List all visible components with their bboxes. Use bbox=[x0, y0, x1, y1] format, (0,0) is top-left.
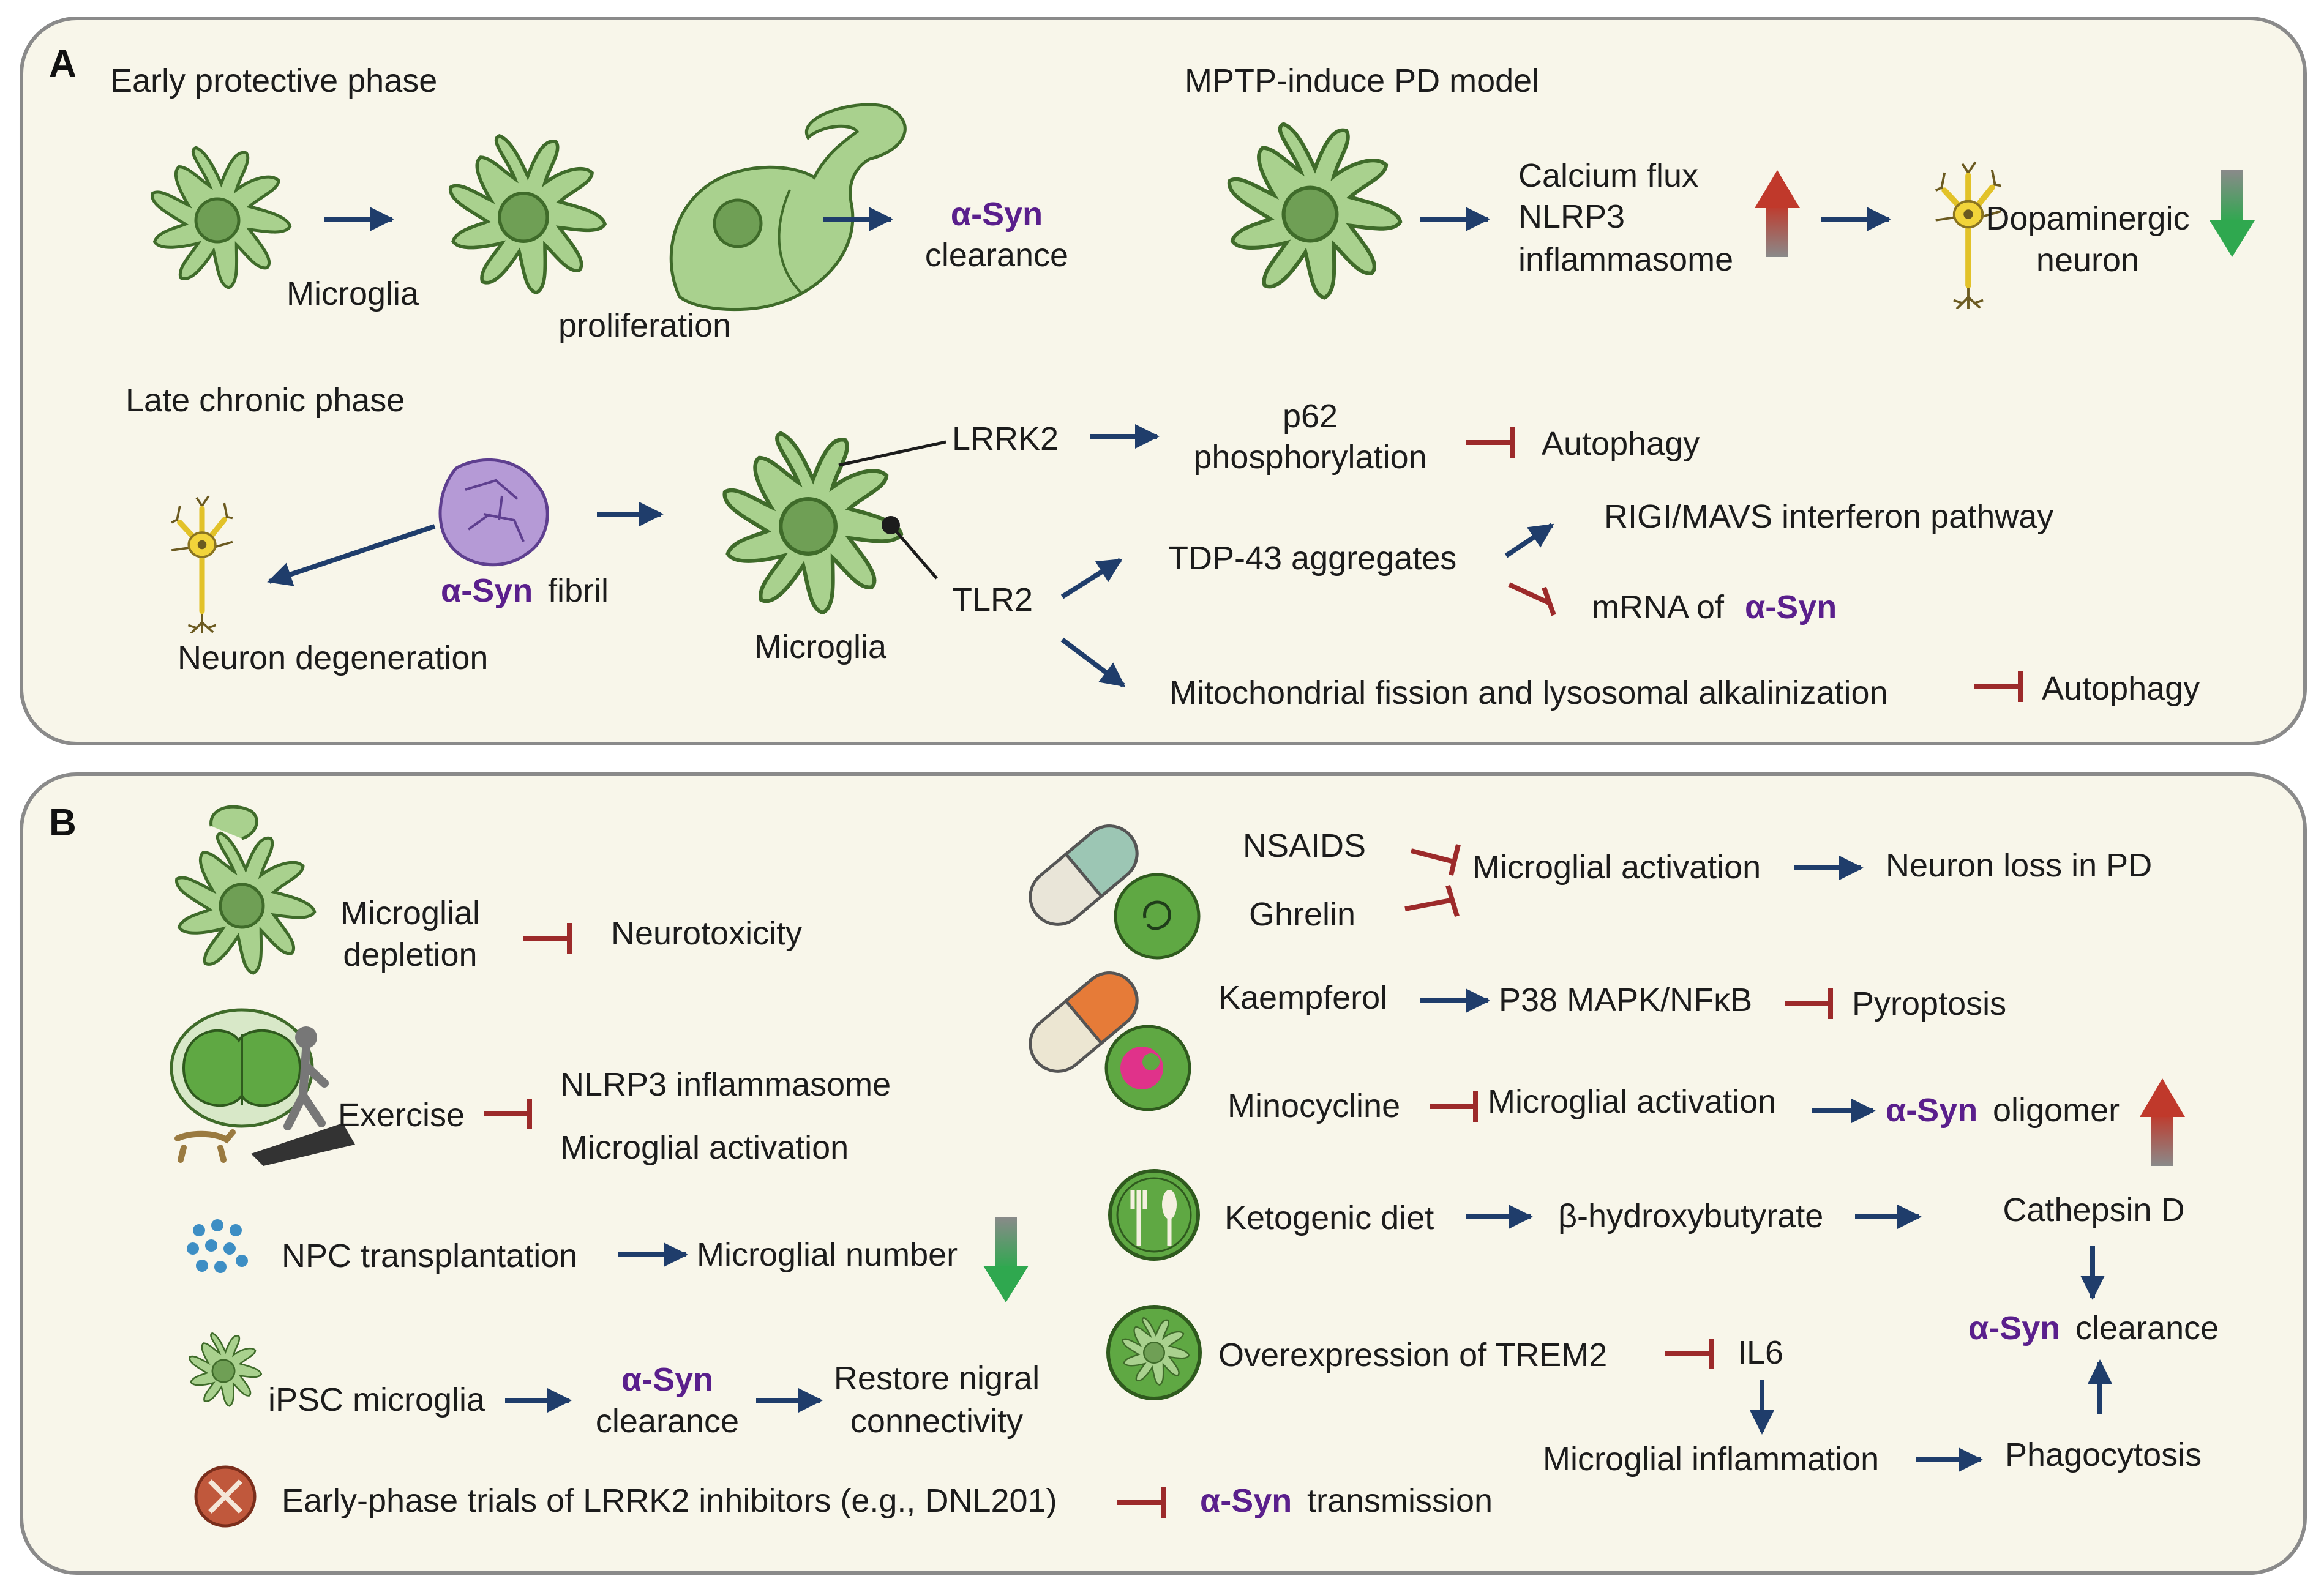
microglial-activation-m: Microglial activation bbox=[1488, 1083, 1776, 1120]
microglial-activation-label: Microglial activation bbox=[560, 1129, 849, 1166]
p38-label: P38 MAPK/NFκB bbox=[1499, 982, 1752, 1018]
pill-capsule-icon bbox=[1029, 971, 1191, 1111]
microglial-label: Microglial bbox=[340, 895, 480, 932]
calcium-flux: Calcium flux bbox=[1518, 157, 1698, 194]
proliferating-microglia-icon bbox=[669, 103, 907, 312]
panel-a-letter: A bbox=[49, 43, 77, 85]
depletion-label: depletion bbox=[343, 936, 477, 973]
neurotoxicity-label: Neurotoxicity bbox=[611, 915, 802, 952]
ketogenic-diet-icon bbox=[1108, 1169, 1200, 1261]
mito-label: Mitochondrial fission and lysosomal alka… bbox=[1169, 674, 1888, 711]
late-phase-title: Late chronic phase bbox=[126, 382, 405, 419]
inhibit-arrow bbox=[1430, 1091, 1478, 1122]
syn-fibril-rest: fibril bbox=[548, 572, 609, 609]
mrna-label: mRNA of bbox=[1592, 589, 1725, 626]
transmission-rest: transmission bbox=[1307, 1482, 1493, 1519]
arrow bbox=[1060, 637, 1126, 688]
trem2-label: Overexpression of TREM2 bbox=[1218, 1337, 1607, 1373]
phosphorylation-label: phosphorylation bbox=[1193, 439, 1426, 476]
inhibit-arrow bbox=[1404, 884, 1460, 917]
cell-cluster-icon bbox=[187, 1219, 248, 1273]
autophagy2-label: Autophagy bbox=[2042, 670, 2200, 707]
proliferation-label: proliferation bbox=[558, 307, 731, 344]
syn-clearance-r-rest: clearance bbox=[2075, 1310, 2219, 1347]
ketogenic-label: Ketogenic diet bbox=[1224, 1200, 1434, 1236]
dopaminergic: Dopaminergic bbox=[1985, 200, 2189, 237]
early-phase-title: Early protective phase bbox=[110, 62, 437, 99]
nsaids-label: NSAIDS bbox=[1243, 827, 1366, 864]
arrow bbox=[267, 524, 436, 586]
panel-a-frame bbox=[20, 17, 2307, 745]
receptor-dot bbox=[882, 516, 900, 534]
inhibit-arrow bbox=[1411, 844, 1461, 876]
up-indicator-icon bbox=[2140, 1078, 2185, 1166]
autophagy-label: Autophagy bbox=[1542, 425, 1700, 462]
transmission-syn: α-Syn bbox=[1200, 1482, 1292, 1519]
tlr2-pointer bbox=[890, 524, 938, 580]
ipsc-clearance-rest: clearance bbox=[596, 1403, 739, 1440]
tlr2-label: TLR2 bbox=[952, 581, 1033, 618]
panel-b-letter: B bbox=[49, 802, 77, 844]
arrow bbox=[1504, 523, 1554, 558]
up-indicator-icon bbox=[1755, 170, 1800, 257]
x-circle-icon bbox=[194, 1465, 257, 1528]
inhibit-arrow bbox=[1665, 1339, 1714, 1369]
bhb-label: β-hydroxybutyrate bbox=[1558, 1198, 1823, 1235]
pyroptosis-label: Pyroptosis bbox=[1852, 985, 2006, 1022]
connectivity-label: connectivity bbox=[850, 1403, 1023, 1440]
microglia-label: Microglia bbox=[287, 275, 419, 312]
inflammasome: inflammasome bbox=[1518, 241, 1733, 278]
ipsc-label: iPSC microglia bbox=[268, 1381, 485, 1418]
microglia-late-label: Microglia bbox=[754, 629, 887, 665]
rigi-label: RIGI/MAVS interferon pathway bbox=[1604, 498, 2053, 535]
microglial-inflammation-label: Microglial inflammation bbox=[1543, 1441, 1879, 1477]
inhibit-arrow bbox=[1974, 671, 2023, 702]
inhibit-arrow bbox=[1117, 1487, 1166, 1518]
brain-treadmill-icon bbox=[170, 1008, 355, 1166]
cathepsin-label: Cathepsin D bbox=[2003, 1192, 2184, 1228]
alpha-syn-fibril-icon bbox=[438, 458, 549, 567]
microglia-depletion-icon bbox=[176, 805, 314, 973]
inhibit-arrow bbox=[523, 923, 572, 954]
microglial-number-label: Microglial number bbox=[697, 1236, 958, 1273]
down-indicator-icon bbox=[983, 1217, 1029, 1302]
neuron-degeneration: Neuron degeneration bbox=[178, 640, 488, 676]
oligomer-syn: α-Syn bbox=[1886, 1092, 1977, 1129]
ipsc-clearance-syn: α-Syn bbox=[621, 1361, 713, 1398]
inhibit-arrow bbox=[1508, 582, 1556, 616]
neuron-loss-label: Neuron loss in PD bbox=[1886, 847, 2152, 884]
mptp-title: MPTP-induce PD model bbox=[1185, 62, 1539, 99]
lrrk2-label: LRRK2 bbox=[952, 420, 1059, 457]
nlrp3: NLRP3 bbox=[1518, 198, 1625, 235]
ghrelin-label: Ghrelin bbox=[1249, 896, 1355, 933]
nlrp3-inflammasome-label: NLRP3 inflammasome bbox=[560, 1066, 891, 1103]
exercise-label: Exercise bbox=[338, 1097, 465, 1134]
syn-fibril: α-Syn bbox=[441, 572, 533, 609]
mrna-syn: α-Syn bbox=[1745, 589, 1837, 626]
microglial-activation-r: Microglial activation bbox=[1472, 849, 1761, 886]
oligomer-rest: oligomer bbox=[1993, 1092, 2120, 1129]
down-indicator-icon bbox=[2210, 170, 2255, 257]
syn-clearance-r-syn: α-Syn bbox=[1968, 1310, 2060, 1347]
inhibit-arrow bbox=[1785, 988, 1833, 1019]
restore-nigral-label: Restore nigral bbox=[834, 1360, 1040, 1397]
lrrk2-trials-label: Early-phase trials of LRRK2 inhibitors (… bbox=[282, 1482, 1057, 1519]
npc-label: NPC transplantation bbox=[282, 1238, 577, 1274]
pill-capsule-icon bbox=[1029, 824, 1201, 960]
syn-clearance-a-rest: clearance bbox=[925, 237, 1068, 274]
tdp43-label: TDP-43 aggregates bbox=[1168, 540, 1456, 577]
kaempferol-label: Kaempferol bbox=[1218, 979, 1387, 1016]
arrow bbox=[1060, 558, 1123, 599]
p62-label: p62 bbox=[1283, 398, 1338, 435]
il6-label: IL6 bbox=[1737, 1334, 1783, 1371]
minocycline-label: Minocycline bbox=[1228, 1088, 1400, 1124]
lrrk2-pointer bbox=[838, 440, 946, 467]
neuron-label: neuron bbox=[2036, 242, 2139, 278]
trem2-icon bbox=[1106, 1305, 1202, 1400]
syn-clearance-a: α-Syn bbox=[951, 196, 1043, 233]
inhibit-arrow bbox=[1466, 427, 1515, 458]
inhibit-arrow bbox=[484, 1099, 532, 1129]
phagocytosis-label: Phagocytosis bbox=[2005, 1436, 2202, 1473]
